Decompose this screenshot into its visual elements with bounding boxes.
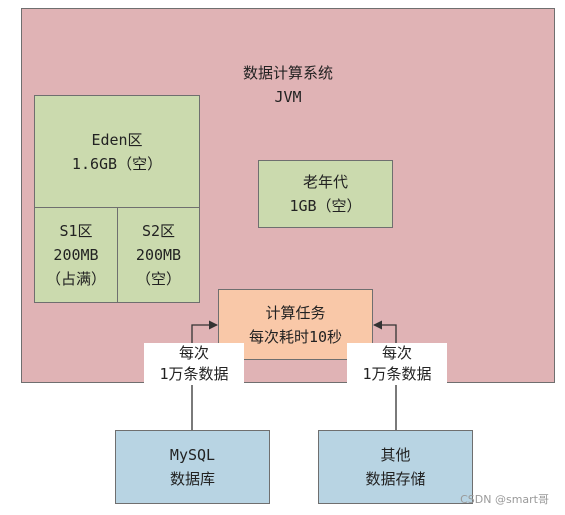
flow-label-left: 每次 1万条数据 (144, 343, 244, 385)
arrow-storage-to-task (373, 320, 397, 430)
flow-right-frequency: 每次 (381, 344, 412, 362)
mysql-name: MySQL (169, 446, 216, 464)
s1-status: （占满） (45, 270, 106, 288)
arrow-mysql-to-task (191, 320, 218, 430)
watermark: CSDN @smart哥 (460, 493, 549, 506)
old-gen-size: 1GB（空） (289, 197, 362, 215)
flow-left-volume: 1万条数据 (159, 365, 229, 383)
flow-label-right: 每次 1万条数据 (347, 343, 447, 385)
task-duration: 每次耗时10秒 (248, 327, 343, 346)
task-name: 计算任务 (265, 303, 326, 322)
s1-size: 200MB (53, 246, 99, 264)
flow-left-frequency: 每次 (178, 344, 209, 362)
s2-status: （空） (135, 270, 181, 288)
eden-size: 1.6GB（空） (71, 154, 163, 173)
jvm-title-line1: 数据计算系统 (242, 64, 333, 82)
flow-right-volume: 1万条数据 (362, 365, 432, 383)
eden-region: Eden区 1.6GB（空） (34, 95, 200, 208)
s2-size: 200MB (135, 246, 182, 264)
other-storage-name: 其他 (380, 446, 411, 464)
old-gen-name: 老年代 (302, 173, 348, 191)
s1-region: S1区 200MB （占满） (34, 207, 118, 303)
mysql-database: MySQL 数据库 (115, 430, 270, 504)
s2-name: S2区 (141, 222, 176, 240)
s1-name: S1区 (59, 222, 93, 240)
other-storage-type: 数据存储 (365, 470, 426, 488)
other-data-storage: 其他 数据存储 (318, 430, 473, 504)
s2-region: S2区 200MB （空） (117, 207, 200, 303)
jvm-title: 数据计算系统 JVM (22, 61, 554, 109)
mysql-type: 数据库 (169, 470, 215, 488)
jvm-title-line2: JVM (274, 88, 302, 106)
old-generation-region: 老年代 1GB（空） (258, 160, 393, 228)
eden-name: Eden区 (91, 130, 143, 149)
